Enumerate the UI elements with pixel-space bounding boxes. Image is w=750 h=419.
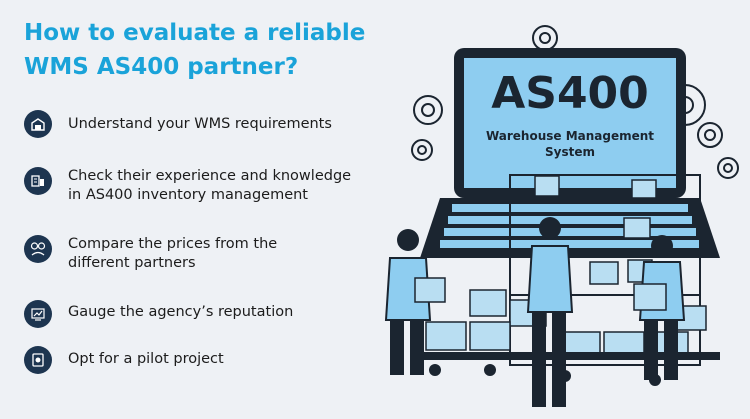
inventory-boxes-icon	[24, 167, 52, 195]
step-label: Gauge the agency’s reputation	[68, 304, 294, 320]
reputation-chart-icon	[24, 300, 52, 328]
step-label: Compare the prices from the different pa…	[68, 236, 278, 271]
monitor-screen	[464, 58, 676, 188]
warehouse-icon	[24, 110, 52, 138]
title-line-1: How to evaluate a reliable	[24, 20, 366, 46]
step-label: Opt for a pilot project	[68, 351, 224, 367]
screen-subtitle-line-1: Warehouse Management	[486, 129, 654, 143]
step-item-2: Check their experience and knowledge in …	[24, 167, 351, 205]
step-item-5: Opt for a pilot project	[24, 346, 224, 374]
conveyor-belt	[420, 352, 720, 360]
worker-left	[384, 229, 446, 375]
pilot-project-icon	[24, 346, 52, 374]
keyboard-keys	[440, 204, 700, 248]
step-label: Understand your WMS requirements	[68, 116, 332, 132]
step-label: Check their experience and knowledge in …	[68, 168, 352, 203]
step-item-3: Compare the prices from the different pa…	[24, 235, 277, 273]
screen-subtitle-line-2: System	[545, 145, 595, 159]
step-item-1: Understand your WMS requirements	[24, 110, 332, 138]
worker-middle	[526, 217, 574, 407]
boxes	[425, 175, 707, 357]
warehouse-illustration: AS400 Warehouse Management System	[384, 25, 739, 407]
title-line-2: WMS AS400 partner?	[24, 54, 299, 80]
title: How to evaluate a reliable WMS AS400 par…	[24, 16, 384, 84]
step-item-4: Gauge the agency’s reputation	[24, 300, 293, 328]
price-compare-icon	[24, 235, 52, 263]
screen-brand: AS400	[491, 68, 649, 119]
worker-right	[633, 235, 686, 380]
